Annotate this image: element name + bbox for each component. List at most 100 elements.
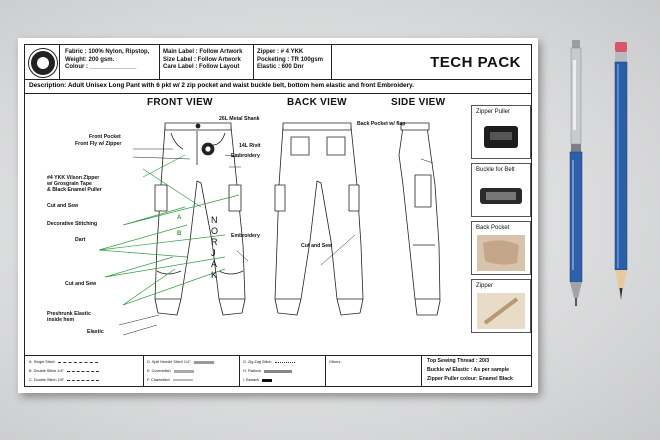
brand-logo-icon xyxy=(29,49,57,77)
cut-sew-back-label: Cut and Sew xyxy=(301,243,333,249)
detail-label: Zipper Puller xyxy=(476,109,511,115)
embroidery-letter: K xyxy=(211,270,219,280)
embroidery-letter: R xyxy=(211,237,219,247)
front-view-title: FRONT VIEW xyxy=(147,97,213,108)
marker-a-label: A xyxy=(177,215,182,221)
embroidery-letter: N xyxy=(211,215,219,225)
stitch-label: G. Zig Zag Stitch xyxy=(243,360,272,364)
stitch-g: G. Zig Zag Stitch xyxy=(243,360,295,364)
stitch-label: F. Chainstitch xyxy=(147,378,170,382)
stitch-d: D. Split Needle Stitch 1/4" xyxy=(147,360,214,364)
metal-shank-label: 26L Metal Shank xyxy=(219,116,260,122)
back-pocket-label: Back Pocket w/ flap xyxy=(357,121,406,127)
footer-divider xyxy=(239,356,240,386)
elastic-label: Elastic xyxy=(87,329,104,335)
buckle-spec: Buckle w/ Elastic : As per sample xyxy=(427,367,509,373)
stitch-e: E. Coverstitch xyxy=(147,369,194,373)
embroidery-top-label: Embroidery xyxy=(231,153,260,159)
zipper-puller-icon xyxy=(484,126,518,148)
header-divider xyxy=(331,45,332,79)
zipper-icon xyxy=(477,293,525,329)
puller-spec: Zipper Puller colour: Enamel Black xyxy=(427,376,513,382)
cut-sew-label: Cut and Sew xyxy=(65,281,97,287)
main-label-text: Main Label : Follow Artwork xyxy=(163,49,243,55)
stitch-label: D. Split Needle Stitch 1/4" xyxy=(147,360,191,364)
elastic-spec-text: Elastic : 600 Dnr xyxy=(257,64,304,70)
fabric-text: Fabric : 100% Nylon, Ripstop, xyxy=(65,49,150,55)
description-text: Description: Adult Unisex Long Pant with… xyxy=(25,79,531,94)
marker-b-label: B xyxy=(177,231,182,237)
leader-line xyxy=(142,168,202,208)
header-divider xyxy=(159,45,160,79)
stitch-label: B. Double Stitch 1/4" xyxy=(29,369,64,373)
embroidery-mid-label: Embroidery xyxy=(231,233,260,239)
cut-sew-label: Cut and Sew xyxy=(47,203,79,209)
stitch-a: A. Single Stitch xyxy=(29,360,98,364)
stitch-label: E. Coverstitch xyxy=(147,369,171,373)
side-pant-outline xyxy=(398,126,441,316)
zipper-label-2: w/ Grosgrain Tape xyxy=(47,181,92,187)
zipper-card: Zipper xyxy=(471,279,531,333)
dart-label: Dart xyxy=(75,237,86,243)
zipper-spec-text: Zipper : # 4 YKK xyxy=(257,49,304,55)
sheet-frame: Fabric : 100% Nylon, Ripstop, Weight: 20… xyxy=(24,44,532,387)
detail-label: Buckle for Belt xyxy=(476,167,515,173)
back-pocket-icon xyxy=(477,235,525,271)
footer-divider xyxy=(325,356,326,386)
side-view-title: SIDE VIEW xyxy=(391,97,446,108)
stitch-f: F. Chainstitch xyxy=(147,378,193,382)
detail-label: Back Pocket xyxy=(476,225,510,231)
header-block: Fabric : 100% Nylon, Ripstop, Weight: 20… xyxy=(25,45,531,80)
stitch-c: C. Double Stitch 1/8" xyxy=(29,378,100,382)
footer-divider xyxy=(421,356,422,386)
stitch-label: C. Double Stitch 1/8" xyxy=(29,378,65,382)
header-divider xyxy=(59,45,60,79)
front-pocket-label: Front Pocket xyxy=(89,134,121,140)
rivit-label: 14L Rivit xyxy=(239,143,261,149)
front-leg-embroidery: N O R J A K xyxy=(211,215,219,281)
page-title: TECH PACK xyxy=(430,54,521,71)
weight-text: Weight: 200 gsm. xyxy=(65,56,115,63)
embroidery-letter: O xyxy=(211,226,220,236)
stitch-label: I. Bartack xyxy=(243,378,260,382)
tech-pack-sheet: Fabric : 100% Nylon, Ripstop, Weight: 20… xyxy=(18,38,538,393)
back-pant-outline xyxy=(274,126,364,316)
thread-spec: Top Sewing Thread : 20/3 xyxy=(427,358,490,364)
leader-line xyxy=(122,268,226,306)
leader-line xyxy=(98,224,226,258)
footer-divider xyxy=(143,356,144,386)
preshrunk-elastic-label: inside hem xyxy=(47,317,75,323)
leader-line xyxy=(122,194,240,226)
zipper-label-3: & Black Enamel Puller xyxy=(47,187,102,193)
stitch-h: H. Flatlock xyxy=(243,369,292,373)
buckle-card: Buckle for Belt xyxy=(471,163,531,217)
size-label-text: Size Label : Follow Artwork xyxy=(163,56,241,63)
embroidery-letter: A xyxy=(211,259,219,269)
zipper-label-1: #4 YKK Vilson Zipper xyxy=(47,175,100,181)
embroidery-letter: J xyxy=(211,248,217,258)
back-pocket-card: Back Pocket xyxy=(471,221,531,275)
pocketing-spec-text: Pocketing : TR 100gsm xyxy=(257,56,324,63)
pant-illustrations xyxy=(98,122,441,336)
buckle-icon xyxy=(480,188,522,204)
back-waistband xyxy=(282,122,352,131)
header-divider xyxy=(253,45,254,79)
label-spec: Main Label : Follow Artwork Size Label :… xyxy=(163,49,242,72)
detail-label: Zipper xyxy=(476,283,494,289)
pencil-icon xyxy=(614,42,628,300)
trim-spec: Zipper : # 4 YKK Pocketing : TR 100gsm E… xyxy=(257,49,323,72)
stitch-b: B. Double Stitch 1/4" xyxy=(29,369,99,373)
decorative-stitching-label: Decorative Stitching xyxy=(47,221,98,227)
stitch-label: H. Flatlock xyxy=(243,369,261,373)
fabric-spec: Fabric : 100% Nylon, Ripstop, Weight: 20… xyxy=(65,49,149,72)
stitch-legend-footer: A. Single Stitch B. Double Stitch 1/4" C… xyxy=(25,355,531,386)
preshrunk-elastic-label: Preshrunk Elastic xyxy=(47,311,91,317)
stitch-label: Others xyxy=(329,360,341,364)
front-fly-label: Front Fly w/ Zipper xyxy=(75,141,122,147)
leader-line xyxy=(104,256,226,278)
stitch-i: I. Bartack xyxy=(243,378,273,382)
care-label-text: Care Label : Follow Layout xyxy=(163,64,240,70)
colour-text: Colour : ______________ xyxy=(65,64,137,70)
zipper-puller-card: Zipper Puller xyxy=(471,105,531,159)
stitch-others: Others xyxy=(329,360,340,364)
